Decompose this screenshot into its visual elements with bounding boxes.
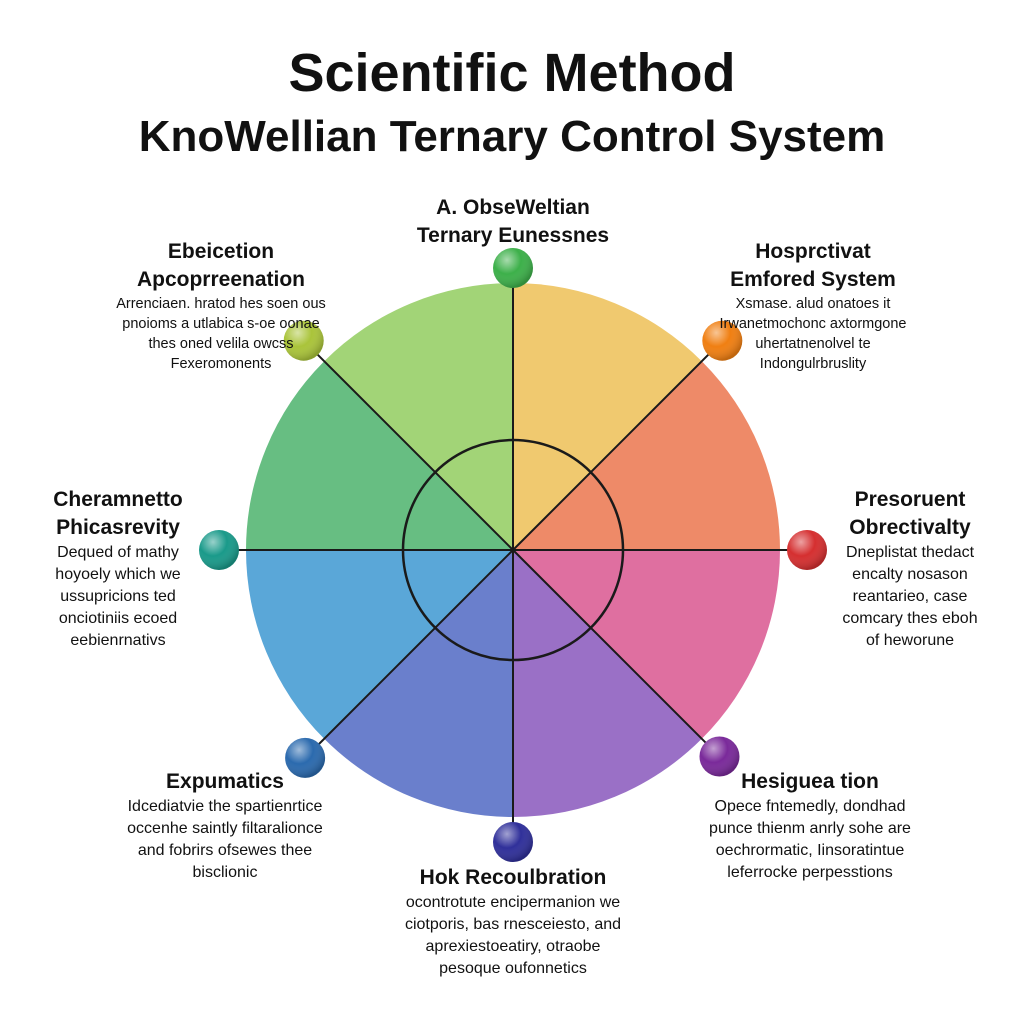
- node-heading: Obrectivalty: [849, 516, 971, 539]
- node-desc: Dequed of mathy: [57, 544, 179, 561]
- wheel-sector: [513, 283, 702, 550]
- node-heading: Emfored System: [730, 268, 896, 291]
- node-heading: Ebeicetion: [167, 240, 275, 263]
- node-desc: reantarieo, case: [852, 588, 968, 605]
- wheel-sector: [513, 550, 780, 739]
- node-label-left: Cheramnetto Phicasrevity Dequed of mathy…: [30, 486, 206, 652]
- node-desc: thes oned velila owcss: [148, 336, 294, 352]
- diagram-subtitle: KnoWellian Ternary Control System: [138, 112, 886, 161]
- node-label-bottom-left: Expumatics Idcediatvie the spartienrtice…: [90, 768, 360, 884]
- node-desc: leferrocke perpesstions: [727, 864, 893, 881]
- node-heading: Expumatics: [166, 770, 284, 793]
- node-ball-shine: [702, 320, 743, 361]
- node-ball-shine: [285, 737, 326, 778]
- node-desc: punce thienm anrly sohe are: [709, 820, 911, 837]
- node-desc: eebienrnativs: [70, 632, 166, 649]
- node-label-bottom: Hok Recoulbration ocontrotute enciperman…: [370, 864, 656, 980]
- node-desc: comcary thes eboh: [842, 610, 978, 627]
- spoke-line: [302, 339, 514, 551]
- spoke-line: [304, 549, 514, 759]
- spoke-line: [512, 339, 724, 551]
- node-desc: Indongulrbruslity: [759, 356, 867, 372]
- node-desc: Opece fntemedly, dondhad: [714, 798, 906, 815]
- node-desc: uhertatnenolvel te: [755, 336, 871, 352]
- node-heading: Presoruent: [854, 488, 966, 511]
- node-heading: Cheramnetto: [53, 488, 183, 511]
- diagram-title: Scientific Method: [288, 43, 736, 103]
- node-ball-shine: [699, 736, 740, 777]
- node-desc: Fexeromonents: [170, 356, 272, 372]
- node-desc: ciotporis, bas rnesceiesto, and: [404, 916, 622, 933]
- node-desc: Xsmase. alud onatoes it: [735, 296, 891, 312]
- node-desc: and fobrirs ofsewes thee: [137, 842, 313, 859]
- wheel-sector: [513, 550, 702, 817]
- node-ball-shine: [199, 530, 239, 570]
- node-heading: Hesiguea tion: [741, 770, 879, 793]
- spoke-line: [512, 549, 721, 758]
- node-desc: Idcediatvie the spartienrtice: [127, 798, 323, 815]
- node-label-top-left: Ebeicetion Apcoprreenation Arrenciaen. h…: [96, 238, 346, 374]
- node-ball-shine: [787, 530, 827, 570]
- node-label-right: Presoruent Obrectivalty Dneplistat theda…: [820, 486, 1000, 652]
- wheel-sector: [246, 361, 513, 550]
- node-desc: ussupricions ted: [60, 588, 176, 605]
- node-desc: ocontrotute encipermanion we: [405, 894, 621, 911]
- node-desc: oechrormatic, Iinsoratintue: [715, 842, 905, 859]
- node-desc: Arrenciaen. hratod hes soen ous: [116, 296, 326, 312]
- wheel-sector: [324, 550, 513, 817]
- node-desc: onciotiniis ecoed: [58, 610, 178, 627]
- node-desc: Irwanetmochonc axtormgone: [719, 316, 907, 332]
- wheel-sector: [513, 361, 780, 550]
- node-desc: of heworune: [865, 632, 955, 649]
- wheel-sector: [324, 283, 513, 550]
- node-heading: Apcoprreenation: [136, 268, 306, 291]
- node-ball-shine: [493, 248, 533, 288]
- node-desc: Dneplistat thedact: [845, 544, 975, 561]
- node-desc: aprexiestoeatiry, otraobe: [425, 938, 601, 955]
- node-desc: occenhe saintly filtaralionce: [127, 820, 323, 837]
- node-desc: pesoque oufonnetics: [439, 960, 587, 977]
- node-desc: hoyoely which we: [55, 566, 181, 583]
- node-desc: encalty nosason: [852, 566, 968, 583]
- node-heading: Phicasrevity: [56, 516, 180, 539]
- wheel-sector: [246, 550, 513, 739]
- node-desc: pnoioms a utlabica s-oe oonae: [122, 316, 320, 332]
- node-heading: A. ObseWeltian: [436, 196, 590, 219]
- node-heading: Ternary Eunessnes: [416, 224, 610, 247]
- node-ball-shine: [493, 822, 533, 862]
- node-ball-shine: [283, 320, 324, 361]
- node-label-top: A. ObseWeltian Ternary Eunessnes: [380, 194, 646, 250]
- node-label-top-right: Hosprctivat Emfored System Xsmase. alud …: [688, 238, 938, 374]
- node-heading: Hok Recoulbration: [419, 866, 607, 889]
- node-heading: Hosprctivat: [755, 240, 871, 263]
- node-desc: bisclionic: [192, 864, 258, 881]
- node-label-bottom-right: Hesiguea tion Opece fntemedly, dondhad p…: [680, 768, 940, 884]
